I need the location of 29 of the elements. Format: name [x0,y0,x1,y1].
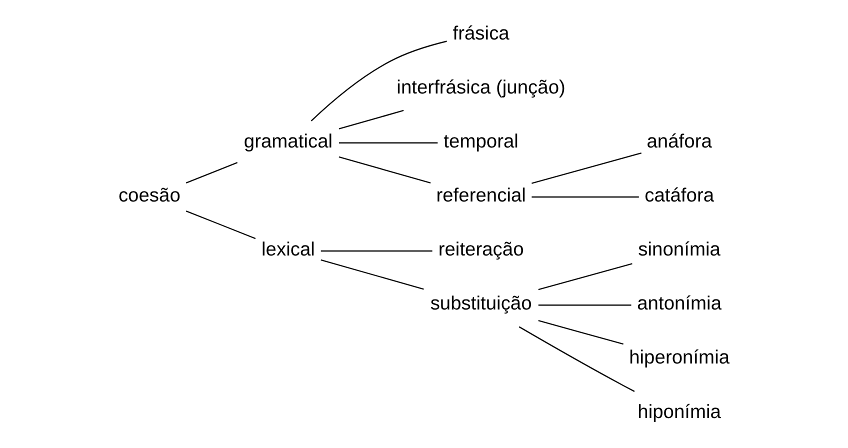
node-text: anáfora [646,131,712,152]
node-text: coesão [118,186,180,207]
connector [320,250,432,252]
connector [532,152,642,184]
node-text: antonímia [637,294,722,315]
node-text: hiperonímia [629,348,730,369]
node-text: catáfora [644,186,714,207]
connector [338,142,438,144]
node-text: temporal [444,131,518,152]
node-text: lexical [262,240,315,261]
node-text: frásica [452,23,510,44]
node-text: gramatical [244,131,333,152]
connector [538,263,632,290]
node-text: substituição [430,294,532,315]
node-text: referencial [436,186,526,207]
node-text: reiteração [438,240,524,261]
node-text: sinonímia [638,240,720,261]
connector [320,259,424,290]
connector [538,304,632,306]
node-text: hiponímia [638,402,721,423]
connector [518,326,635,392]
connector [532,196,639,198]
node-text: interfrásica (junção) [396,77,566,98]
connector [538,320,624,345]
connector [338,110,404,130]
connector [186,162,238,184]
connector [338,156,431,184]
connector [310,40,447,122]
connector [186,210,256,240]
